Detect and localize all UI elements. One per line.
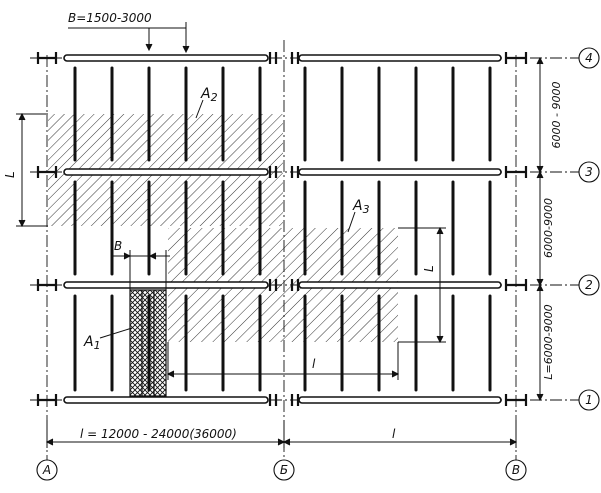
axis-marker-3 bbox=[578, 161, 600, 183]
axis-marker-a bbox=[36, 459, 58, 481]
axis-marker-b bbox=[273, 459, 295, 481]
area-label-a1: A1 bbox=[83, 334, 101, 352]
dim-row-lower: L=6000-9000 bbox=[542, 304, 555, 379]
column-seats bbox=[36, 52, 528, 406]
beams bbox=[63, 54, 502, 404]
dim-bay-left: l = 12000 - 24000(36000) bbox=[80, 427, 237, 441]
leader-a1 bbox=[99, 327, 133, 339]
dim-a3-width: l bbox=[312, 357, 316, 371]
leader-a3 bbox=[347, 211, 356, 233]
axis-label-3: 3 bbox=[585, 165, 593, 179]
column-axis-markers bbox=[36, 459, 527, 481]
dim-a1-width: B bbox=[114, 239, 122, 253]
axis-label-b: Б bbox=[280, 463, 288, 477]
axis-label-4: 4 bbox=[585, 51, 593, 65]
axis-label-a: A bbox=[42, 463, 51, 477]
column-axis-lines bbox=[46, 40, 517, 460]
area-label-a3: A3 bbox=[352, 198, 370, 216]
axis-label-1: 1 bbox=[585, 393, 593, 407]
area-label-a2: A2 bbox=[200, 86, 218, 104]
dim-a2-height: L bbox=[3, 171, 17, 178]
axis-marker-v bbox=[505, 459, 527, 481]
dim-a3-height: L bbox=[422, 265, 436, 272]
leader-a2 bbox=[195, 99, 204, 119]
row-axis-markers bbox=[578, 47, 600, 411]
axis-label-v: В bbox=[512, 463, 520, 477]
dim-row-upper: 6000 - 9000 bbox=[550, 82, 563, 149]
dim-bay-right: l bbox=[392, 427, 396, 441]
dimension-lines bbox=[16, 22, 544, 448]
axis-marker-2 bbox=[578, 274, 600, 296]
axis-label-2: 2 bbox=[585, 278, 593, 292]
dim-top-spacing: B=1500-3000 bbox=[68, 11, 152, 25]
axis-marker-1 bbox=[578, 389, 600, 411]
dim-row-middle: 6000-9000 bbox=[542, 198, 555, 258]
axis-marker-4 bbox=[578, 47, 600, 69]
